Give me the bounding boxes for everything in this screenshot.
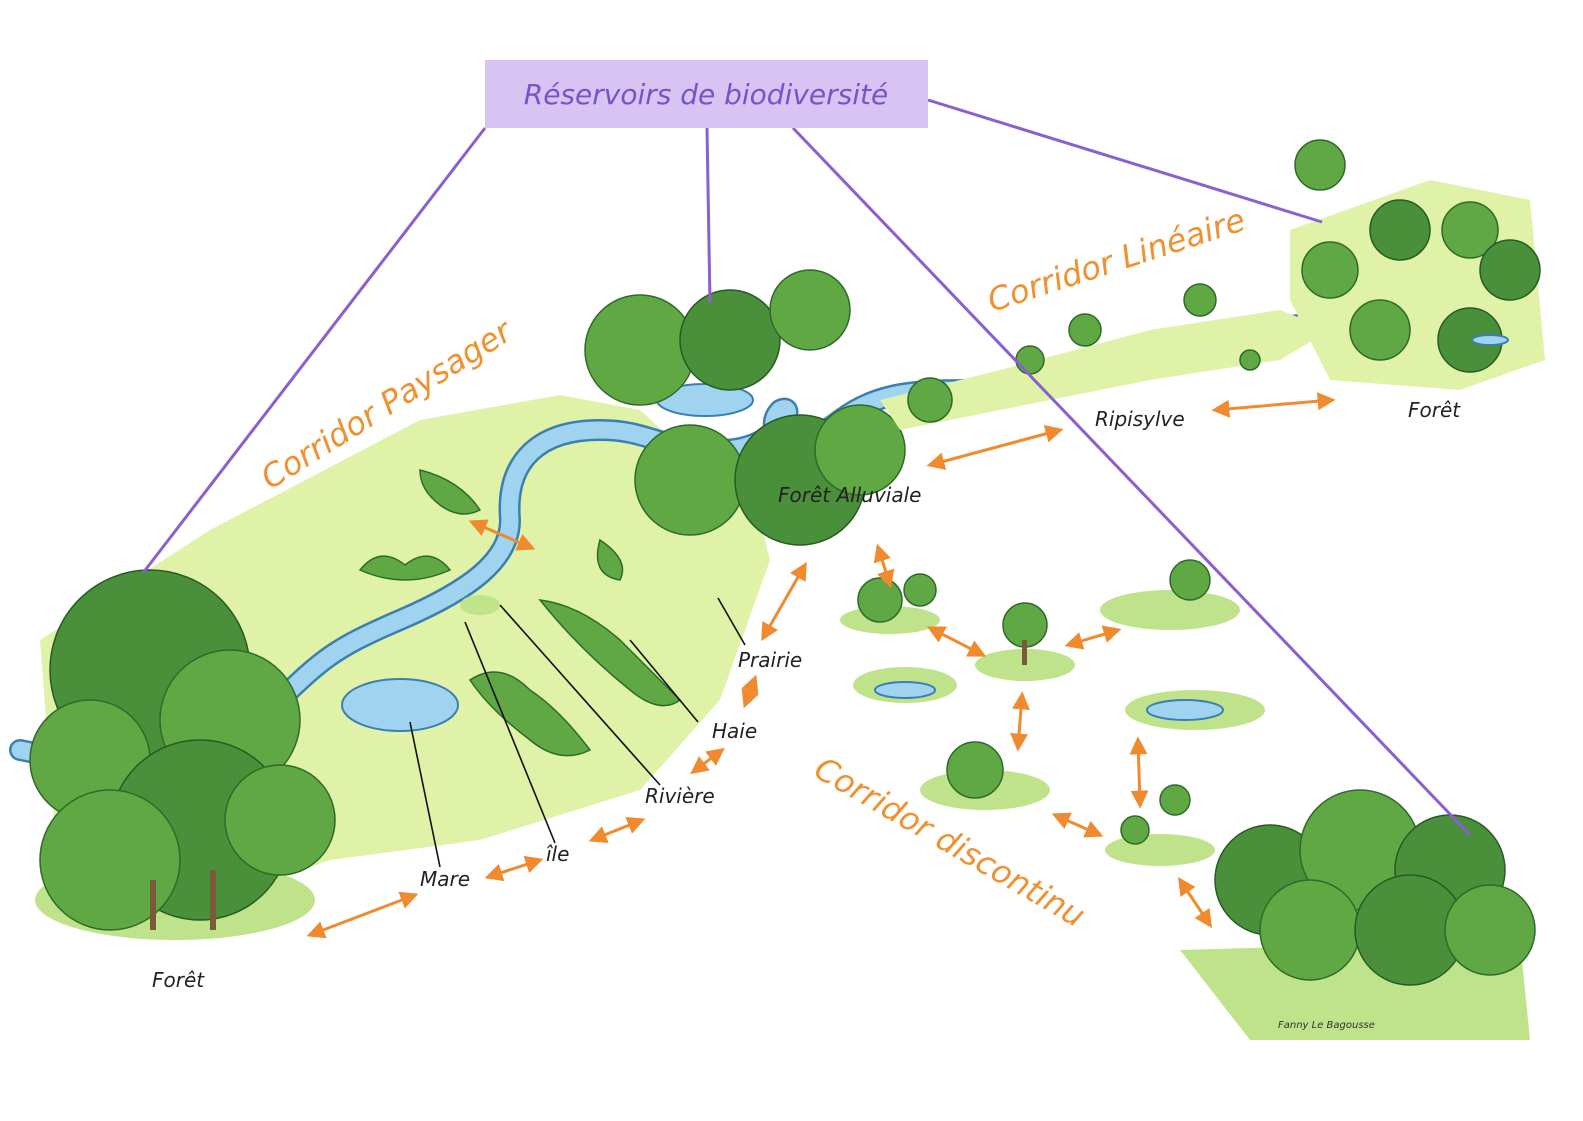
reservoir-forest-left	[29, 569, 336, 940]
reservoir-forest-right-bottom	[1180, 789, 1536, 1040]
linear-corridor-illustration	[880, 283, 1330, 430]
stepping-stone-patches	[840, 559, 1265, 866]
label-mare: Mare	[420, 867, 470, 891]
header-title: Réservoirs de biodiversité	[524, 78, 889, 111]
connector-line	[705, 127, 712, 304]
connector-line	[791, 126, 1472, 837]
leader-lines	[409, 597, 746, 868]
label-ripisylve: Ripisylve	[1095, 407, 1185, 431]
connection-arrows	[306, 392, 1336, 939]
label-foret-right: Forêt	[1408, 398, 1461, 422]
connector-line	[927, 98, 1323, 224]
reservoir-forest-right-top	[1290, 139, 1545, 390]
header-box	[485, 60, 928, 128]
pond	[341, 678, 459, 732]
label-foret-alluviale: Forêt Alluviale	[778, 483, 921, 507]
label-riviere: Rivière	[645, 784, 715, 808]
biodiversity-reservoirs-callout: Réservoirs de biodiversité	[141, 60, 1472, 837]
connector-line	[141, 127, 487, 574]
hedge-row	[358, 469, 682, 757]
label-ile: île	[546, 842, 569, 866]
label-prairie: Prairie	[738, 648, 802, 672]
alluvial-forest	[584, 269, 906, 546]
artist-signature: Fanny Le Bagousse	[1278, 1020, 1375, 1031]
label-haie: Haie	[712, 719, 757, 743]
island	[460, 595, 500, 615]
label-foret-left: Forêt	[152, 968, 205, 992]
